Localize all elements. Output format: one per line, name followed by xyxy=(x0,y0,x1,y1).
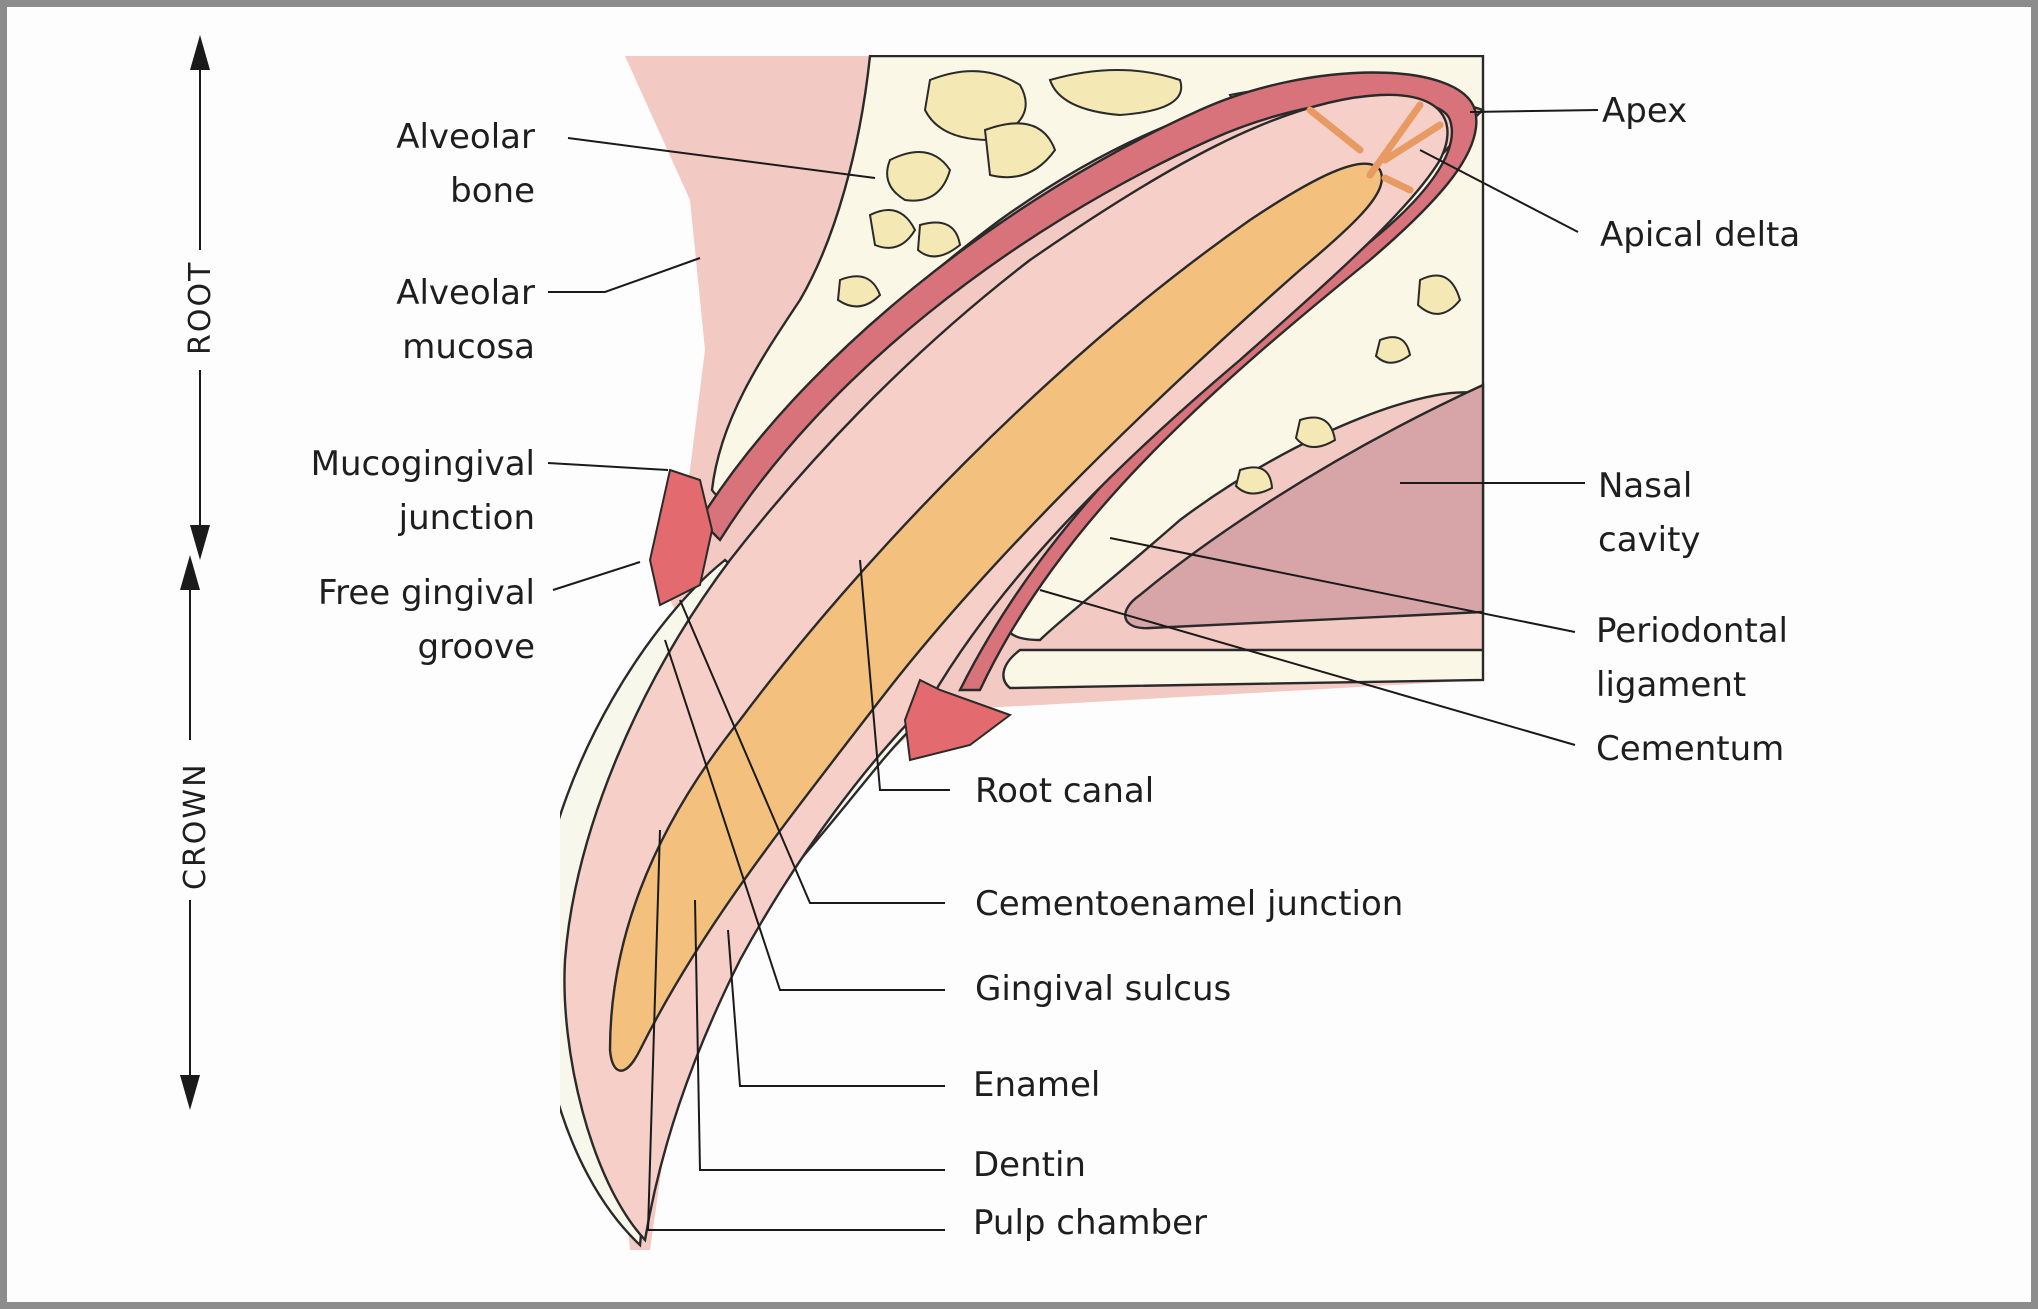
label-enamel: Enamel xyxy=(973,1065,1100,1105)
label-alveolar-mucosa-line1: Alveolar xyxy=(396,273,535,313)
label-alveolar-mucosa-line2: mucosa xyxy=(402,327,535,367)
label-pulp-chamber: Pulp chamber xyxy=(973,1203,1207,1243)
label-alveolar-bone-line2: bone xyxy=(450,171,535,211)
label-cementoenamel-junction: Cementoenamel junction xyxy=(975,884,1403,924)
label-dentin: Dentin xyxy=(973,1145,1086,1185)
label-periodontal-ligament-line1: Periodontal xyxy=(1596,611,1788,651)
label-apical-delta: Apical delta xyxy=(1600,215,1800,255)
leader-lines xyxy=(547,109,1599,1231)
label-root-canal: Root canal xyxy=(975,771,1154,811)
label-mucogingival-junction-line2: junction xyxy=(398,498,535,538)
crown-axis-label: CROWN xyxy=(178,762,213,890)
periodontal-ligament-shell xyxy=(698,71,1478,692)
label-mucogingival-junction-line1: Mucogingival xyxy=(311,444,535,484)
label-free-gingival-groove-line2: groove xyxy=(418,627,535,667)
label-cementum: Cementum xyxy=(1596,729,1784,769)
label-periodontal-ligament-line2: ligament xyxy=(1596,665,1746,705)
label-nasal-cavity-line2: cavity xyxy=(1598,520,1701,560)
label-free-gingival-groove-line1: Free gingival xyxy=(318,573,535,613)
label-nasal-cavity-line1: Nasal xyxy=(1598,466,1692,506)
label-apex: Apex xyxy=(1602,91,1687,131)
crown-axis-arrow xyxy=(180,555,200,1110)
root-axis-arrow xyxy=(190,35,210,560)
label-gingival-sulcus: Gingival sulcus xyxy=(975,969,1231,1009)
pulp xyxy=(608,162,1383,1072)
apical-delta-branches xyxy=(1306,101,1444,194)
free-gingiva-lower xyxy=(903,678,1013,762)
nasal-cavity xyxy=(1124,383,1485,630)
label-alveolar-bone-line1: Alveolar xyxy=(396,117,535,157)
free-gingiva-upper xyxy=(648,468,714,607)
root-axis-label: ROOT xyxy=(183,261,218,355)
